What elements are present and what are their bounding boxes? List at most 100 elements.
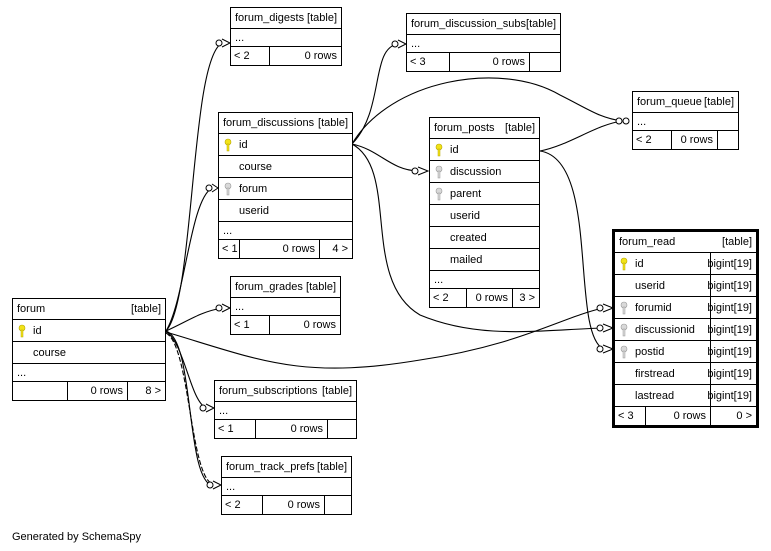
table-footer: < 2 0 rows 3 > [430, 289, 539, 307]
table-type-tag: [table] [526, 18, 556, 30]
column-row[interactable]: course [219, 156, 352, 178]
table-footer: < 1 0 rows [215, 420, 356, 438]
parents-count[interactable]: < 2 [433, 292, 449, 304]
table-forum-read[interactable]: forum_read [table] id bigint[19] userid … [612, 229, 759, 428]
table-type-tag: [table] [317, 461, 347, 473]
row-count: 0 rows [304, 50, 337, 62]
row-count: 0 rows [475, 292, 508, 304]
column-row[interactable]: id [219, 134, 352, 156]
table-forum-queue[interactable]: forum_queue [table] ... < 2 0 rows [632, 91, 739, 150]
table-header: forum_posts [table] [430, 118, 539, 139]
column-row[interactable]: discussionid bigint[19] [615, 319, 756, 341]
parents-count[interactable]: < 2 [225, 499, 241, 511]
table-forum-grades[interactable]: forum_grades [table] ... < 1 0 rows [230, 276, 341, 335]
column-name: created [450, 232, 487, 244]
table-name: forum_subscriptions [219, 385, 318, 397]
primary-key-icon [620, 257, 628, 271]
column-type: bigint[19] [707, 253, 756, 274]
link-posts-read [539, 150, 604, 350]
table-forum-discussions[interactable]: forum_discussions [table] id course foru… [218, 112, 353, 259]
row-count: 0 rows [673, 410, 706, 422]
column-name: course [239, 161, 273, 173]
column-row[interactable]: mailed [430, 249, 539, 271]
table-header: forum_discussion_subs [table] [407, 14, 560, 35]
row-count: 0 rows [287, 499, 320, 511]
table-footer: < 2 0 rows [633, 131, 738, 149]
link-discussions-read [351, 143, 604, 333]
column-row[interactable]: lastread bigint[19] [615, 385, 756, 407]
column-row[interactable]: userid [219, 200, 352, 222]
column-row[interactable]: course [13, 342, 165, 364]
column-row[interactable]: postid bigint[19] [615, 341, 756, 363]
column-name: forum [239, 183, 268, 195]
children-count[interactable]: 4 > [332, 243, 348, 255]
more-columns: ... [215, 402, 356, 420]
table-footer: < 1 0 rows 4 > [219, 240, 352, 258]
table-forum-discussion-subs[interactable]: forum_discussion_subs [table] ... < 3 0 … [406, 13, 561, 72]
parents-count[interactable]: < 1 [234, 319, 250, 331]
more-columns: ... [430, 271, 539, 289]
table-name: forum_read [619, 236, 676, 248]
children-count[interactable]: 3 > [519, 292, 535, 304]
column-name: userid [635, 280, 665, 292]
parents-count[interactable]: < 2 [234, 50, 250, 62]
table-type-tag: [table] [322, 385, 352, 397]
parents-count[interactable]: < 3 [618, 410, 634, 422]
column-name: id [450, 144, 459, 156]
row-count: 0 rows [303, 319, 336, 331]
column-row[interactable]: id [430, 139, 539, 161]
link-forum-digests [165, 42, 223, 332]
table-name: forum_track_prefs [226, 461, 315, 473]
table-forum[interactable]: forum [table] id course ... 0 rows 8 > [12, 298, 166, 401]
column-type: bigint[19] [707, 341, 756, 362]
row-count: 0 rows [290, 423, 323, 435]
parents-count[interactable]: < 2 [636, 134, 652, 146]
column-row[interactable]: firstread bigint[19] [615, 363, 756, 385]
link-forum-subscriptions [165, 330, 207, 409]
more-columns: ... [231, 29, 341, 47]
table-forum-digests[interactable]: forum_digests [table] ... < 2 0 rows [230, 7, 342, 66]
table-name: forum_digests [235, 12, 305, 24]
row-count: 0 rows [282, 243, 315, 255]
column-row[interactable]: forum [219, 178, 352, 200]
foreign-key-icon [435, 165, 443, 179]
column-name: mailed [450, 254, 483, 266]
column-row[interactable]: userid [430, 205, 539, 227]
table-type-tag: [table] [307, 12, 337, 24]
children-count[interactable]: 8 > [145, 385, 161, 397]
column-type: bigint[19] [707, 275, 756, 296]
table-header: forum_read [table] [615, 232, 756, 253]
link-forum-track-prefs-2 [165, 332, 214, 485]
table-header: forum_digests [table] [231, 8, 341, 29]
column-row[interactable]: forumid bigint[19] [615, 297, 756, 319]
column-row[interactable]: parent [430, 183, 539, 205]
column-row[interactable]: id bigint[19] [615, 253, 756, 275]
column-row[interactable]: discussion [430, 161, 539, 183]
table-forum-subscriptions[interactable]: forum_subscriptions [table] ... < 1 0 ro… [214, 380, 357, 439]
foreign-key-icon [620, 323, 628, 337]
column-type: bigint[19] [707, 319, 756, 340]
table-header: forum_subscriptions [table] [215, 381, 356, 402]
column-row[interactable]: created [430, 227, 539, 249]
parents-count[interactable]: < 1 [218, 423, 234, 435]
column-name: id [33, 325, 42, 337]
parents-count[interactable]: < 1 [222, 243, 238, 255]
row-count: 0 rows [680, 134, 713, 146]
link-discussions-posts [351, 143, 419, 172]
row-count: 0 rows [90, 385, 123, 397]
table-forum-posts[interactable]: forum_posts [table] id discussion parent… [429, 117, 540, 308]
table-name: forum_queue [637, 96, 702, 108]
more-columns: ... [222, 478, 351, 496]
table-header: forum_discussions [table] [219, 113, 352, 134]
link-posts-queue [539, 120, 623, 152]
column-row[interactable]: id [13, 320, 165, 342]
parents-count[interactable]: < 3 [410, 56, 426, 68]
table-forum-track-prefs[interactable]: forum_track_prefs [table] ... < 2 0 rows [221, 456, 352, 515]
column-type: bigint[19] [707, 363, 756, 384]
column-row[interactable]: userid bigint[19] [615, 275, 756, 297]
foreign-key-icon [224, 182, 232, 196]
column-name: course [33, 347, 67, 359]
children-count[interactable]: 0 > [736, 410, 752, 422]
table-name: forum_discussions [223, 117, 315, 129]
